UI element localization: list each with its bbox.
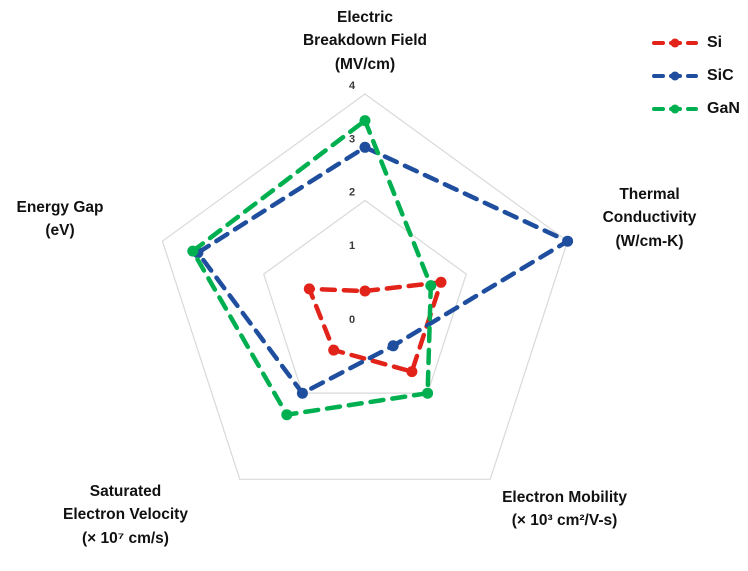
axis-label-line: Breakdown Field: [302, 32, 428, 50]
data-point-GaN-electron-mobility: [422, 387, 434, 399]
axis-label-line: Energy Gap: [16, 199, 104, 216]
legend-label-GaN: GaN: [707, 100, 740, 117]
legend-item-GaN: GaN: [652, 100, 740, 118]
axis-label-energy-gap: Energy Gap (eV): [0, 196, 120, 243]
data-point-SiC-electric-breakdown-field: [359, 141, 371, 153]
axis-label-line: (× 10³ cm²/V-s): [511, 512, 618, 530]
legend-swatch-GaN: [652, 104, 698, 114]
legend-item-SiC: SiC: [652, 67, 740, 85]
data-point-Si-electron-mobility: [406, 366, 418, 378]
data-point-SiC-electron-mobility: [387, 340, 399, 352]
tick-label-0: 0: [349, 314, 355, 326]
grid-pentagon-level-2: [263, 199, 467, 394]
data-point-GaN-energy-gap: [187, 245, 199, 257]
data-point-GaN-saturated-electron-velocity: [281, 409, 293, 421]
axis-label-line: (× 10⁷ cm/s): [82, 529, 169, 547]
axis-label-line: (MV/cm): [334, 55, 396, 73]
axis-label-line: (W/cm-K): [615, 232, 684, 250]
series-line-GaN: [190, 118, 434, 417]
legend-label-SiC: SiC: [707, 67, 734, 84]
tick-label-4: 4: [349, 80, 356, 92]
axis-label-line: Conductivity: [602, 209, 697, 227]
data-point-GaN-thermal-conductivity: [425, 280, 437, 292]
legend-dot-GaN: [670, 104, 680, 114]
data-point-Si-electric-breakdown-field: [359, 285, 371, 297]
legend-dot-SiC: [670, 71, 680, 81]
grid-pentagon-level-4: [161, 93, 569, 480]
legend-item-Si: Si: [652, 34, 740, 52]
data-point-SiC-saturated-electron-velocity: [296, 387, 308, 399]
axis-label-line: Electron Velocity: [63, 506, 188, 524]
legend-dot-Si: [670, 38, 680, 48]
tick-label-3: 3: [349, 133, 355, 145]
series-line-SiC: [195, 145, 570, 396]
data-point-Si-energy-gap: [303, 283, 315, 295]
legend-swatch-SiC: [652, 71, 698, 81]
tick-label-1: 1: [349, 240, 355, 252]
data-point-SiC-thermal-conductivity: [562, 235, 574, 247]
axis-label-line: Thermal: [619, 186, 680, 203]
axis-label-electron-mobility: Electron Mobility (× 10³ cm²/V-s): [452, 486, 677, 533]
data-point-Si-saturated-electron-velocity: [328, 344, 340, 356]
data-point-GaN-electric-breakdown-field: [359, 115, 371, 127]
series-line-Si: [307, 280, 444, 374]
axis-label-line: Electron Mobility: [502, 489, 627, 506]
legend-label-Si: Si: [707, 34, 723, 51]
tick-label-2: 2: [349, 187, 355, 199]
axis-label-line: (eV): [45, 222, 75, 240]
legend-swatch-Si: [652, 38, 698, 48]
axis-label-line: Saturated: [89, 483, 162, 500]
axis-label-line: Electric: [336, 9, 393, 26]
data-point-Si-thermal-conductivity: [435, 276, 447, 288]
